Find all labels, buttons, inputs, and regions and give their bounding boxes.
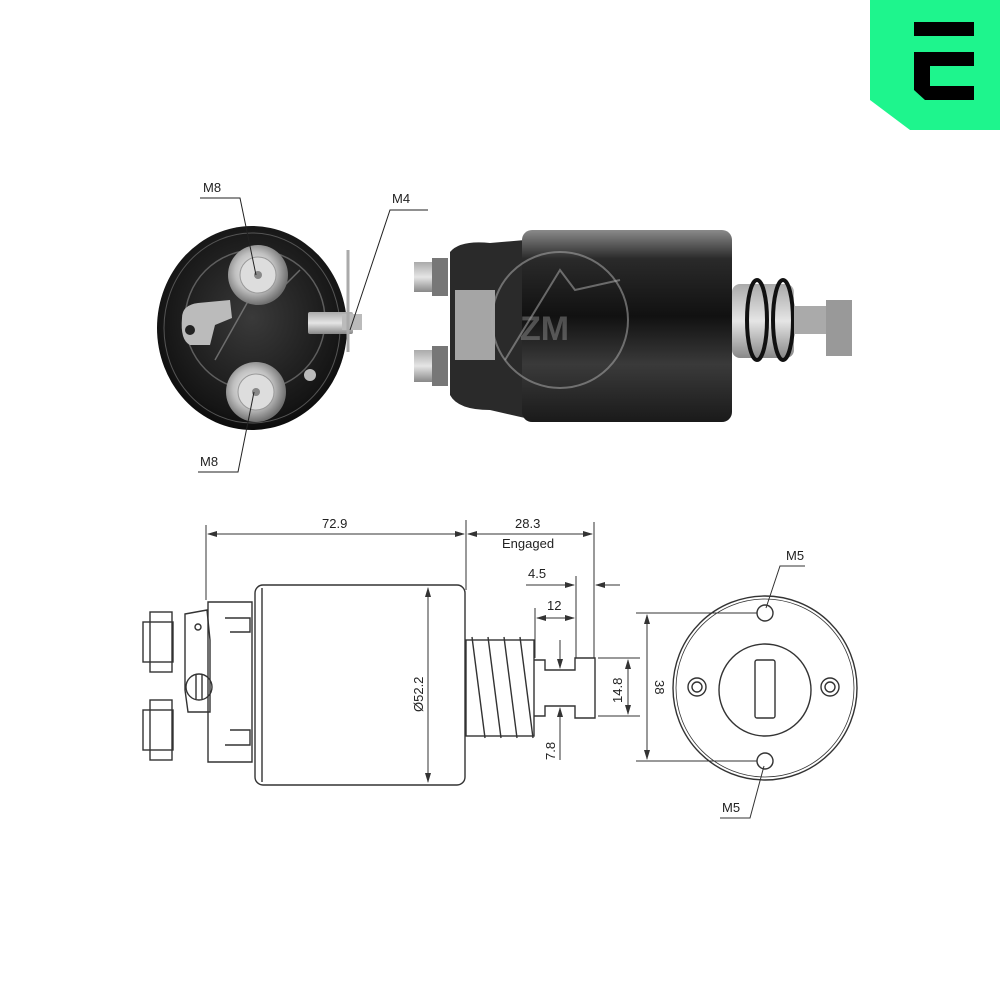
svg-text:Ø52.2: Ø52.2 (411, 677, 426, 712)
dim-tip-offset: 4.5 (526, 566, 620, 658)
svg-text:M5: M5 (786, 548, 804, 563)
dim-plunger-travel: 28.3 Engaged (467, 516, 595, 658)
svg-text:M8: M8 (200, 454, 218, 469)
dim-neck-dia: 7.8 (543, 640, 563, 760)
dim-tip-height: 14.8 (598, 657, 640, 717)
svg-text:M8: M8 (203, 180, 221, 195)
logo-e-icon (870, 0, 1000, 130)
end-label-m5-top: M5 (765, 548, 805, 609)
svg-text:38: 38 (652, 680, 667, 694)
svg-text:ZM: ZM (520, 310, 569, 348)
svg-text:4.5: 4.5 (528, 566, 546, 581)
dim-hole-spacing: 38 (636, 612, 757, 762)
dim-body-length: 72.9 (205, 516, 467, 600)
svg-text:M4: M4 (392, 191, 410, 206)
svg-text:Engaged: Engaged (502, 536, 554, 551)
photo-front-view (157, 226, 362, 430)
svg-text:12: 12 (547, 598, 561, 613)
svg-text:72.9: 72.9 (322, 516, 347, 531)
end-label-m5-bottom: M5 (720, 765, 765, 819)
front-label-m8-top: M8 (200, 180, 257, 276)
svg-text:28.3: 28.3 (515, 516, 540, 531)
drawing-end-view (672, 595, 858, 781)
front-label-m8-bottom: M8 (198, 391, 255, 473)
dim-diameter: Ø52.2 (411, 587, 431, 783)
svg-text:7.8: 7.8 (543, 742, 558, 760)
dim-slot-width: 12 (534, 598, 575, 658)
svg-text:M5: M5 (722, 800, 740, 815)
front-label-m4: M4 (349, 191, 428, 331)
drawing-side-view (142, 584, 596, 786)
photo-side-view: ZM (414, 230, 852, 422)
brand-logo (870, 0, 1000, 130)
svg-text:14.8: 14.8 (610, 678, 625, 703)
